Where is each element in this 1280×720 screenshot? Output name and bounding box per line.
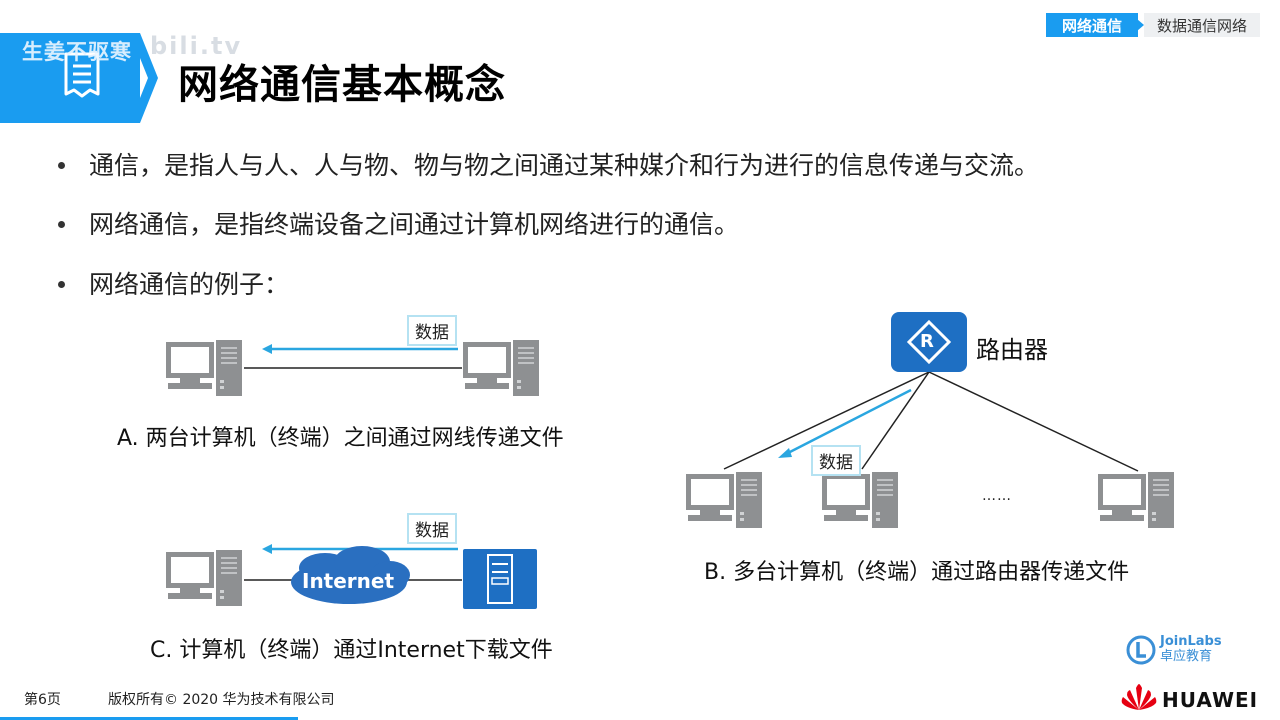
- bullet-text: 通信，是指人与人、人与物、物与物之间通过某种媒介和行为进行的信息传递与交流。: [89, 151, 1040, 180]
- bullet-item: 网络通信，是指终端设备之间通过计算机网络进行的通信。: [58, 205, 739, 241]
- router-label: 路由器: [976, 336, 1048, 364]
- page-title: 网络通信基本概念: [178, 62, 506, 108]
- document-icon: [64, 52, 100, 98]
- internet-label: Internet: [302, 569, 395, 593]
- breadcrumb-active[interactable]: 网络通信: [1046, 13, 1138, 37]
- logo-name-en: JoinLabs: [1160, 634, 1222, 649]
- bullet-item: 通信，是指人与人、人与物、物与物之间通过某种媒介和行为进行的信息传递与交流。: [58, 146, 1039, 182]
- caption-b: B. 多台计算机（终端）通过路由器传递文件: [704, 560, 1130, 585]
- huawei-logo-icon: [1121, 684, 1157, 710]
- server-icon: [463, 549, 537, 609]
- joinlabs-logo: JoinLabs 卓应教育: [1160, 634, 1222, 664]
- copyright-text: 版权所有© 2020 华为技术有限公司: [108, 692, 335, 708]
- data-label: 数据: [811, 445, 861, 476]
- cloud-icon: [291, 546, 410, 604]
- computer-icon: [165, 549, 243, 607]
- caption-a: A. 两台计算机（终端）之间通过网线传递文件: [117, 426, 564, 451]
- computer-icon: [462, 339, 540, 397]
- watermark-overlay: bili.tv: [150, 32, 243, 60]
- breadcrumb-chevron: [1130, 13, 1144, 37]
- page-number: 第6页: [24, 692, 61, 708]
- bullet-dot: [58, 161, 65, 169]
- caption-c: C. 计算机（终端）通过Internet下载文件: [150, 638, 553, 663]
- header-accent-band: [0, 33, 140, 123]
- footer-accent-line: [0, 717, 298, 720]
- data-label: 数据: [407, 513, 457, 544]
- computer-icon: [821, 471, 899, 529]
- computer-icon: [165, 339, 243, 397]
- joinlabs-logo-icon: [1126, 635, 1156, 665]
- bullet-dot: [58, 220, 65, 228]
- logo-name-cn: 卓应教育: [1160, 649, 1213, 664]
- header-chevron: [130, 33, 158, 123]
- bullet-text: 网络通信的例子：: [89, 270, 290, 299]
- huawei-brand: HUAWEI: [1162, 688, 1259, 712]
- router-letter: R: [920, 331, 934, 352]
- bullet-dot: [58, 280, 65, 288]
- bullet-item: 网络通信的例子：: [58, 265, 289, 301]
- computer-icon: [1097, 471, 1175, 529]
- watermark-text: 生姜不驱寒: [22, 40, 132, 64]
- data-label: 数据: [407, 315, 457, 346]
- bullet-text: 网络通信，是指终端设备之间通过计算机网络进行的通信。: [89, 210, 740, 239]
- breadcrumb-current[interactable]: 数据通信网络: [1144, 13, 1260, 37]
- router-icon: [891, 312, 967, 372]
- computer-icon: [685, 471, 763, 529]
- ellipsis: ……: [982, 488, 1012, 504]
